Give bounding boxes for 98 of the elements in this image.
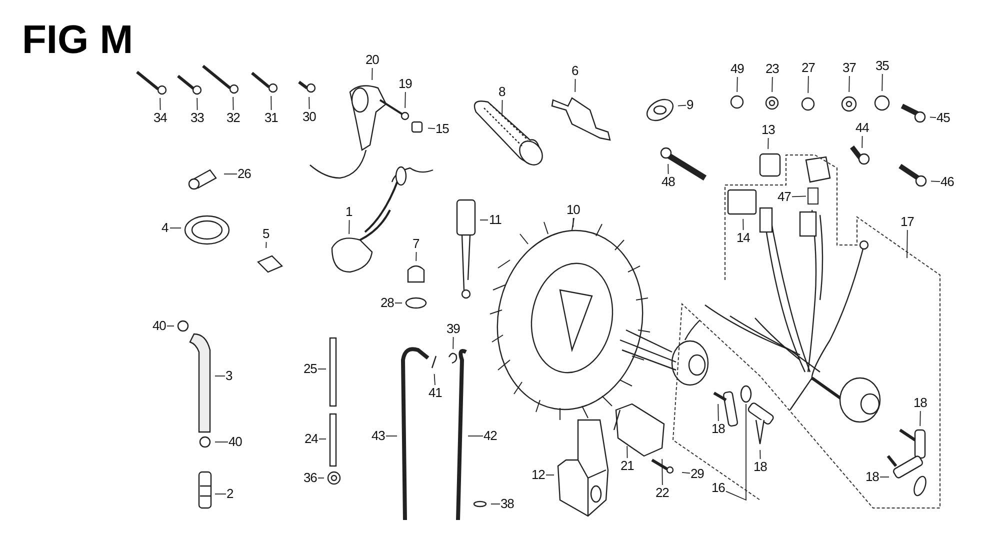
callout-number: 44 [856, 121, 869, 135]
callout-number: 1 [346, 205, 352, 219]
leader-line [742, 218, 744, 230]
leader-line [428, 128, 436, 130]
leader-line [678, 104, 686, 106]
leader-line [232, 96, 234, 110]
callout-number: 45 [936, 111, 950, 125]
callout-number: 10 [566, 203, 580, 217]
callout-number: 32 [226, 111, 240, 125]
callout-number: 42 [484, 429, 497, 443]
leader-line [572, 218, 574, 228]
callout-number: 4 [162, 221, 168, 235]
leader-line [266, 242, 267, 248]
callout-number: 31 [264, 111, 278, 125]
callout-number: 24 [304, 432, 318, 446]
figure-title: FIG M [22, 18, 134, 63]
callout-number: 23 [766, 62, 779, 76]
leader-line [906, 230, 908, 258]
leader-line [434, 374, 436, 386]
leader-line [662, 458, 663, 486]
leader-line [348, 220, 350, 234]
leader-line [726, 404, 746, 501]
callout-number: 40 [228, 435, 242, 449]
callout-number: 16 [712, 481, 725, 495]
o-ring-drawing [740, 385, 752, 403]
connector-drawing [807, 187, 819, 205]
callout-number: 17 [900, 215, 914, 229]
leader-line [308, 96, 310, 110]
callout-number: 28 [380, 296, 394, 310]
leader-line [160, 98, 161, 110]
leader-line [372, 68, 373, 80]
callout-number: 14 [736, 231, 750, 245]
callout-number: 18 [712, 422, 725, 436]
leader-line [920, 410, 921, 426]
leader-line [718, 404, 719, 422]
callout-number: 46 [940, 175, 954, 189]
callout-number: 29 [690, 467, 704, 481]
callout-number: 35 [876, 59, 889, 73]
callout-number: 12 [532, 468, 545, 482]
callout-number: 27 [802, 61, 815, 75]
leader-line [196, 98, 198, 110]
callout-number: 47 [778, 190, 791, 204]
callout-number: 36 [304, 471, 317, 485]
callout-number: 2 [226, 487, 234, 501]
callout-number: 30 [302, 110, 316, 124]
callout-number: 7 [412, 237, 420, 251]
callout-number: 9 [686, 98, 694, 112]
leader-line [502, 100, 503, 114]
callout-number: 6 [572, 64, 578, 78]
leader-line [574, 78, 576, 92]
leader-line [318, 368, 326, 370]
callout-number: 5 [262, 227, 270, 241]
leader-line [546, 474, 554, 476]
callout-number: 22 [656, 486, 669, 500]
callout-number: 33 [190, 111, 204, 125]
leader-line [768, 138, 769, 150]
callout-number: 38 [500, 497, 514, 511]
leader-line [930, 180, 940, 182]
leader-line [930, 116, 936, 118]
callout-number: 15 [436, 122, 449, 136]
callout-number: 37 [842, 61, 856, 75]
leader-line [880, 476, 890, 478]
callout-number: 49 [730, 62, 744, 76]
callout-number: 34 [154, 111, 167, 125]
callout-number: 18 [866, 470, 879, 484]
callout-number: 21 [620, 459, 634, 473]
callout-number: 43 [372, 429, 385, 443]
callout-number: 40 [152, 319, 166, 333]
leader-line [882, 74, 883, 92]
callout-number: 39 [446, 322, 460, 336]
leader-line [792, 196, 806, 198]
leader-line [772, 76, 773, 92]
leader-line [270, 96, 272, 110]
callout-number: 3 [226, 369, 232, 383]
leader-line [848, 76, 850, 92]
leader-line [682, 472, 690, 474]
leader-line [736, 76, 738, 92]
callout-number: 48 [662, 175, 675, 189]
leader-line [404, 92, 406, 108]
callout-number: 18 [754, 460, 767, 474]
leader-line [318, 438, 326, 440]
leader-line [626, 446, 628, 458]
callout-number: 19 [398, 77, 412, 91]
leader-line [862, 136, 863, 148]
leader-line [668, 164, 669, 174]
leader-line [452, 336, 454, 350]
leader-line [416, 252, 417, 262]
leader-line [808, 76, 809, 94]
callout-number: 25 [304, 362, 317, 376]
leader-line [394, 302, 402, 304]
callout-number: 20 [366, 53, 379, 67]
callout-number: 11 [489, 213, 502, 227]
callout-number: 41 [428, 386, 442, 400]
callout-number: 8 [498, 85, 506, 99]
callout-number: 18 [914, 396, 927, 410]
leader-line [760, 450, 761, 460]
callout-number: 13 [762, 123, 775, 137]
callout-number: 26 [238, 167, 251, 181]
